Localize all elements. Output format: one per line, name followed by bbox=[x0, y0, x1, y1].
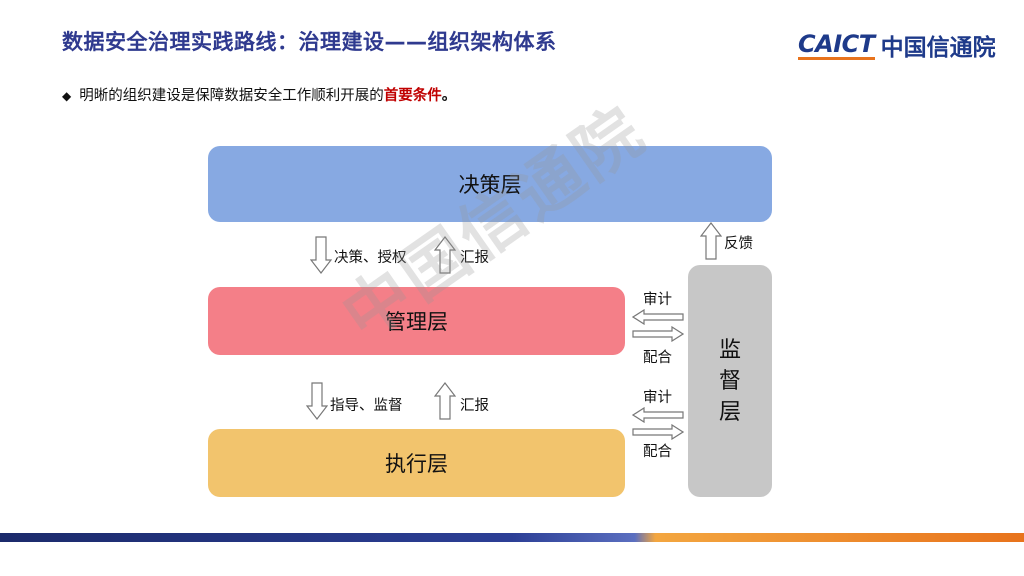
cooperate-top-label: 配合 bbox=[643, 350, 672, 366]
cooperate-bottom-label: 配合 bbox=[643, 444, 672, 460]
supervision-layer-char-2: 督 bbox=[718, 368, 741, 394]
logo-en: CAICT bbox=[798, 29, 875, 60]
decide-authorize-label: 决策、授权 bbox=[334, 250, 407, 266]
supervision-layer-box: 监 督 层 bbox=[688, 265, 772, 497]
management-layer-label: 管理层 bbox=[385, 310, 448, 334]
report-top-label: 汇报 bbox=[460, 250, 489, 266]
decision-layer-label: 决策层 bbox=[458, 173, 522, 197]
down-arrow-icon bbox=[310, 236, 332, 274]
bullet-highlight: 首要条件 bbox=[383, 88, 442, 104]
up-arrow-icon bbox=[700, 222, 722, 260]
audit-bottom-label: 审计 bbox=[643, 390, 672, 406]
execution-layer-box: 执行层 bbox=[208, 429, 625, 497]
up-arrow-icon bbox=[434, 236, 456, 274]
slide-title: 数据安全治理实践路线：治理建设——组织架构体系 bbox=[62, 30, 557, 54]
feedback-label: 反馈 bbox=[724, 236, 753, 252]
right-arrow-icon bbox=[632, 424, 684, 440]
bullet-text: 明晰的组织建设是保障数据安全工作顺利开展的 bbox=[79, 88, 384, 104]
guide-supervise-label: 指导、监督 bbox=[330, 398, 403, 414]
footer-band bbox=[0, 533, 1024, 542]
diamond-bullet-icon: ◆ bbox=[62, 89, 72, 103]
right-arrow-icon bbox=[632, 326, 684, 342]
bullet-end: 。 bbox=[441, 88, 457, 104]
management-layer-box: 管理层 bbox=[208, 287, 625, 355]
down-arrow-icon bbox=[306, 382, 328, 420]
bullet-point: ◆ 明晰的组织建设是保障数据安全工作顺利开展的首要条件。 bbox=[62, 84, 456, 105]
left-arrow-icon bbox=[632, 309, 684, 325]
logo-cn: 中国信通院 bbox=[880, 35, 996, 61]
supervision-layer-char-3: 层 bbox=[718, 399, 741, 425]
decision-layer-box: 决策层 bbox=[208, 146, 772, 222]
report-bottom-label: 汇报 bbox=[460, 398, 489, 414]
execution-layer-label: 执行层 bbox=[385, 452, 448, 476]
audit-top-label: 审计 bbox=[643, 292, 672, 308]
caict-logo: CAICT 中国信通院 bbox=[798, 28, 996, 62]
left-arrow-icon bbox=[632, 407, 684, 423]
supervision-layer-char-1: 监 bbox=[718, 337, 741, 363]
up-arrow-icon bbox=[434, 382, 456, 420]
